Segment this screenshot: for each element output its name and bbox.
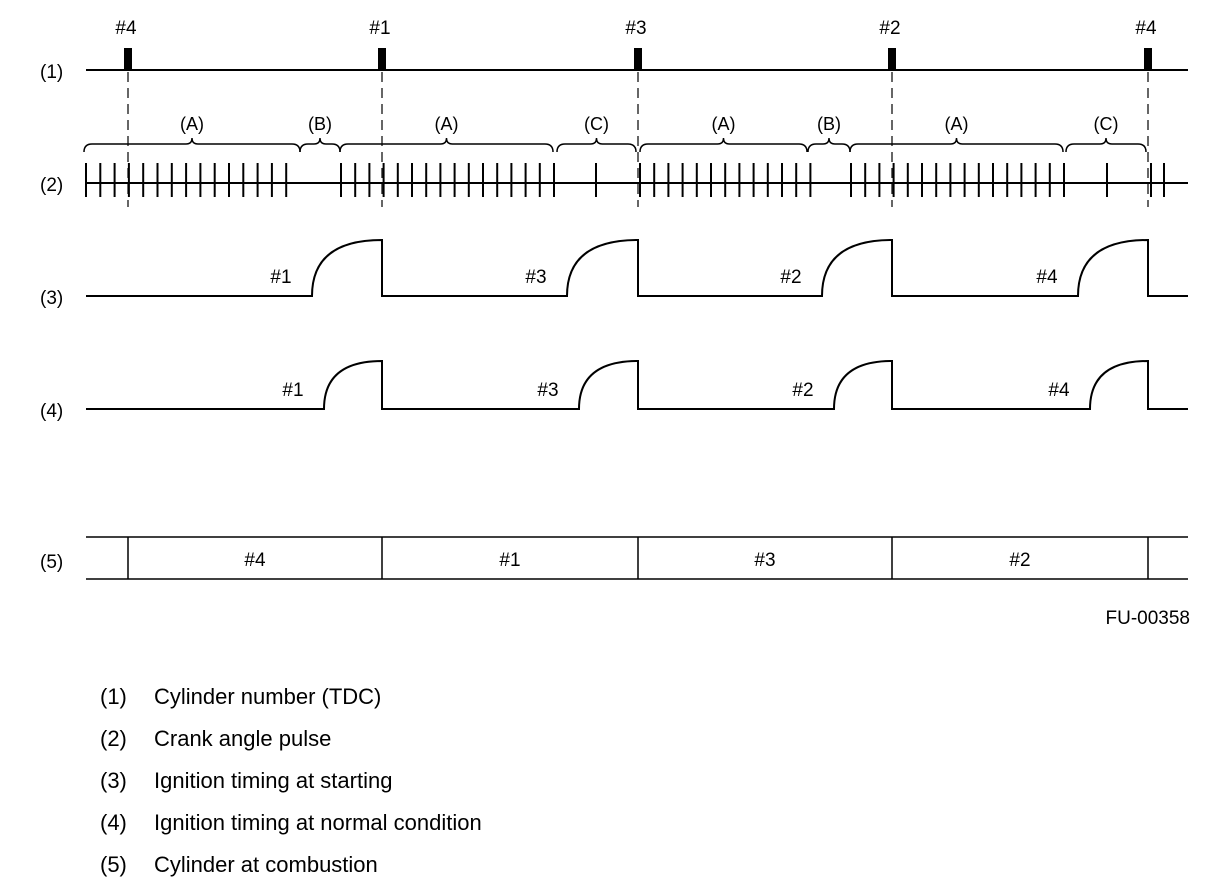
legend-num: (5)	[100, 852, 127, 877]
ignition-starting-label: #2	[780, 267, 801, 288]
baselines	[86, 69, 1188, 580]
row-label: (5)	[40, 552, 63, 573]
combustion-row: #4 #1 #3 #2	[127, 537, 1149, 579]
segment-brace	[339, 137, 554, 153]
segment-label: (A)	[435, 114, 459, 134]
ignition-normal-trace	[86, 359, 1188, 410]
legend-text: Cylinder at combustion	[154, 852, 378, 877]
legend-item: (5) Cylinder at combustion	[100, 850, 482, 892]
ignition-starting-label: #4	[1036, 267, 1058, 288]
segment-label: (A)	[180, 114, 204, 134]
tdc-label: #2	[879, 18, 900, 39]
segment-brace	[83, 137, 301, 153]
legend-text: Cylinder number (TDC)	[154, 684, 382, 709]
figure-id: FU-00358	[1105, 608, 1191, 629]
combustion-label: #4	[244, 550, 266, 571]
legend-item: (2) Crank angle pulse	[100, 724, 482, 766]
legend-text: Ignition timing at starting	[154, 768, 393, 793]
segment-label: (C)	[584, 114, 609, 134]
crank-timing-diagram: #4 #1 #3 #2 #4 (A) (B) (A) (C) (A) (B) (A) (C) #1 #3…	[40, 18, 1188, 580]
ignition-normal-label: #4	[1048, 380, 1070, 401]
tdc-label: #3	[625, 18, 646, 39]
legend: (1) Cylinder number (TDC) (2) Crank angle …	[100, 682, 482, 892]
tdc-label: #4	[115, 18, 137, 39]
tdc-markers: #4 #1 #3 #2 #4	[115, 18, 1157, 69]
legend-item: (1) Cylinder number (TDC)	[100, 682, 482, 724]
tdc-marker	[634, 48, 642, 69]
tdc-label: #4	[1135, 18, 1157, 39]
legend-num: (1)	[100, 684, 127, 709]
ignition-normal-label: #3	[537, 380, 558, 401]
segment-label: (B)	[817, 114, 841, 134]
crank-pulses	[85, 163, 1165, 197]
ignition-normal-label: #2	[792, 380, 813, 401]
segment-brace	[807, 137, 851, 153]
segment-brace	[299, 137, 341, 153]
ignition-starting-wave: #1 #3 #2 #4	[86, 238, 1188, 297]
ignition-starting-trace	[86, 238, 1188, 297]
legend-item: (3) Ignition timing at starting	[100, 766, 482, 808]
tdc-dashed-guides	[127, 72, 1149, 207]
segment-brace	[639, 137, 808, 153]
legend-num: (4)	[100, 810, 127, 835]
legend-num: (3)	[100, 768, 127, 793]
legend-text: Ignition timing at normal condition	[154, 810, 482, 835]
tdc-label: #1	[369, 18, 390, 39]
segment-label: (C)	[1094, 114, 1119, 134]
tdc-marker	[378, 48, 386, 69]
segment-brace	[556, 137, 637, 153]
ignition-starting-label: #1	[270, 267, 291, 288]
row-label: (3)	[40, 288, 63, 309]
row-label: (1)	[40, 62, 63, 83]
legend-num: (2)	[100, 726, 127, 751]
legend-text: Crank angle pulse	[154, 726, 332, 751]
row-label: (2)	[40, 175, 63, 196]
ignition-starting-label: #3	[525, 267, 546, 288]
combustion-label: #3	[754, 550, 775, 571]
legend-item: (4) Ignition timing at normal condition	[100, 808, 482, 850]
segment-label: (B)	[308, 114, 332, 134]
segment-braces: (A) (B) (A) (C) (A) (B) (A) (C)	[83, 114, 1147, 153]
ignition-normal-label: #1	[282, 380, 303, 401]
combustion-label: #2	[1009, 550, 1030, 571]
ignition-normal-wave: #1 #3 #2 #4	[86, 359, 1188, 410]
row-label: (4)	[40, 401, 63, 422]
segment-brace	[1065, 137, 1147, 153]
segment-label: (A)	[712, 114, 736, 134]
tdc-marker	[1144, 48, 1152, 69]
row-labels: (1) (2) (3) (4) (5)	[40, 62, 63, 573]
segment-brace	[849, 137, 1064, 153]
tdc-marker	[124, 48, 132, 69]
combustion-label: #1	[499, 550, 520, 571]
tdc-marker	[888, 48, 896, 69]
segment-label: (A)	[945, 114, 969, 134]
